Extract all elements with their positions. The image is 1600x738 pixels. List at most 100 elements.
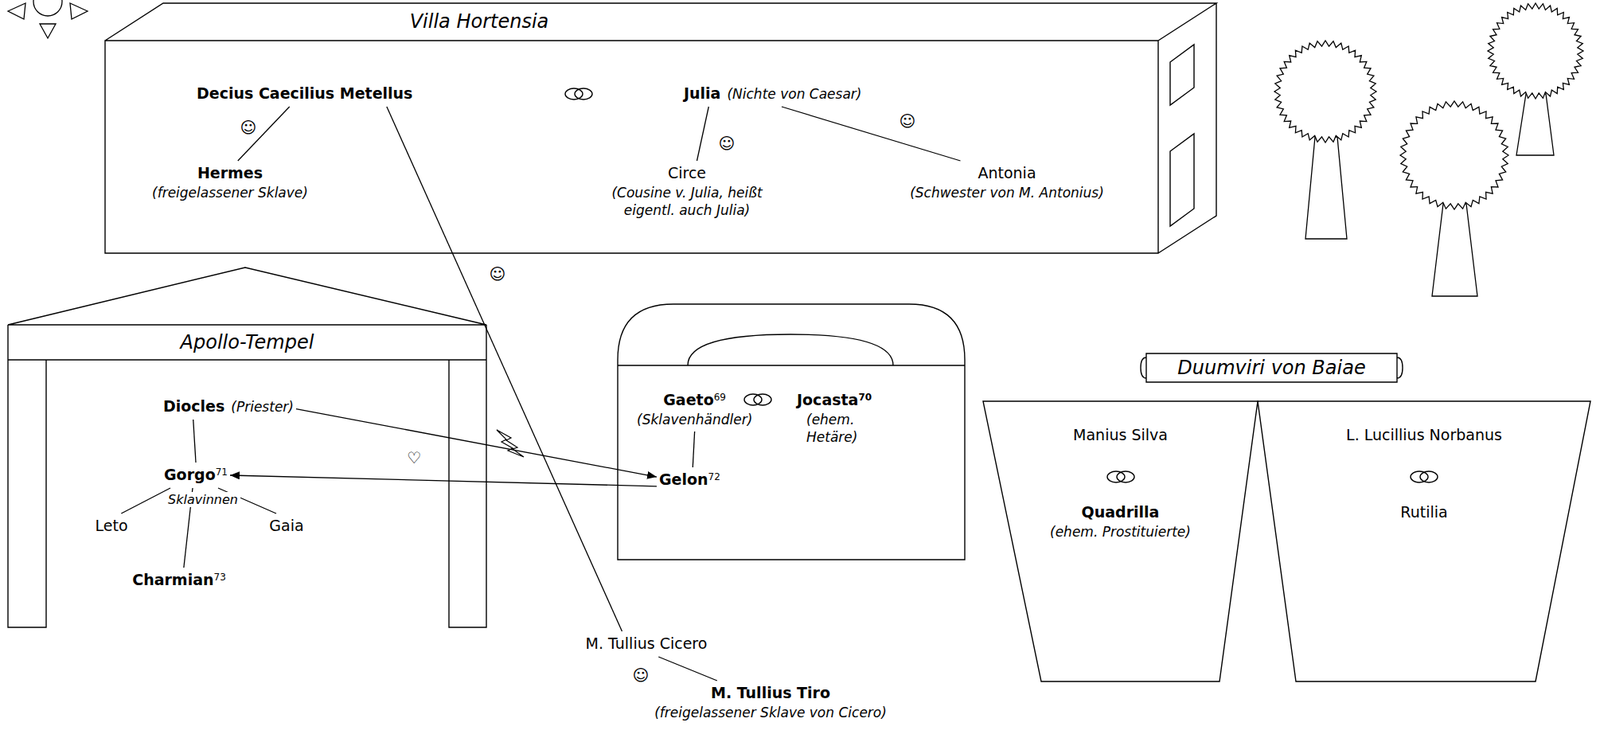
person-node: Julia(Nichte von Caesar) [683,83,862,105]
relation-line [658,656,718,681]
tree-trunk [1516,93,1554,156]
text-line: Gelon72 [659,469,721,491]
name-text: Gaeto [663,390,714,409]
relation-line [386,106,623,632]
callout-number: 69 [714,391,726,403]
ring [1410,471,1429,483]
connectors [120,106,960,681]
ring [565,88,583,100]
tree-crown [1487,3,1584,99]
text-line: (Schwester von M. Antonius) [909,183,1105,203]
name-text: Jocasta [796,390,859,409]
ring [753,394,772,406]
tree-trunk [1432,203,1478,297]
person-node: Circe(Cousine v. Julia, heißt eigentl. a… [587,163,787,220]
text-line: (freigelassener Sklave) [152,183,309,203]
text-line: L. Lucillius Norbanus [1257,425,1591,446]
text-line: (Cousine v. Julia, heißt eigentl. auch J… [587,183,787,220]
name-text: Gaia [269,516,304,535]
group-label-text: Sklavinnen [165,491,241,508]
name-text: L. Lucillius Norbanus [1346,425,1503,444]
ring [1420,471,1438,483]
edge-label: ☺ [899,112,917,130]
relation-line [120,487,171,514]
building-outline [7,267,487,628]
text-line: Gaia [269,515,304,537]
person-node: Leto [94,515,128,537]
heading: Duumviri von Baiae [1177,356,1366,379]
person-node: M. Tullius Tiro(freigelassener Sklave vo… [654,682,887,722]
relation-line [296,409,657,478]
text-line: Quadrilla [983,502,1258,523]
text-line: M. Tullius Tiro [654,682,887,704]
text-line: Apollo-Tempel [7,330,487,357]
building-arch: Gaeto69(Sklavenhändler)Jocasta70(ehem. H… [617,304,965,560]
person-node: Hermes(freigelassener Sklave) [152,163,309,203]
outline-path [7,267,487,628]
name-text: Antonia [977,163,1036,182]
edge-label: ☺ [718,134,736,153]
edge-label: ☺ [489,265,507,283]
tree-trunk [1305,136,1347,239]
note-text: (Sklavenhändler) [636,411,753,428]
lightning-symbol [496,429,524,457]
person-node: Decius Caecilius Metellus [196,83,413,105]
text-line: Villa Hortensia [105,9,854,36]
person-node: Gaia [269,515,304,537]
text-line: Charmian73 [132,569,227,591]
outline-path [105,3,1217,254]
tree-crown [1400,101,1509,210]
name-text: M. Tullius Cicero [585,634,708,652]
relation-line [697,106,710,161]
text-line: Decius Caecilius Metellus [196,83,413,105]
relation-symbol: ☺ [489,264,507,284]
text-line: Duumviri von Baiae [1138,355,1405,383]
relation-line [193,419,196,463]
name-text: Charmian [132,570,214,589]
marriage-rings [1107,471,1135,483]
name-text: Decius Caecilius Metellus [196,84,413,102]
relation-line [781,106,961,161]
duumvir-box: L. Lucillius NorbanusRutilia [1257,401,1591,682]
outline-path [1257,401,1591,682]
name-text: Julia [683,84,721,102]
group-label: Sklavinnen [165,491,241,508]
text-line: Julia(Nichte von Caesar) [683,83,862,105]
sun-ray [7,3,26,20]
relation-symbol: ☺ [899,111,917,131]
callout-number: 71 [215,466,228,478]
text-line: (freigelassener Sklave von Cicero) [654,703,887,722]
text-line: Jocasta70 [796,390,875,411]
name-text: Quadrilla [1081,503,1160,521]
title-banner: Duumviri von Baiae [1138,350,1405,386]
note-text: (Schwester von M. Antonius) [909,184,1105,201]
person-node: Charmian73 [132,569,227,591]
duumvir-box: Manius SilvaQuadrilla (ehem. Prostituiert… [983,401,1258,682]
person-node: Antonia (Schwester von M. Antonius) [909,163,1105,203]
sun-ray [39,23,56,39]
marriage-rings [744,394,772,406]
building-villa: Villa HortensiaDecius Caecilius Metellus… [105,3,1217,255]
name-text: Manius Silva [1073,425,1168,444]
text-line: Hermes [152,163,309,184]
marriage-rings [565,88,593,100]
sun-ray [70,3,88,20]
text-line: Manius Silva [983,425,1258,446]
name-text: Diocles [163,397,225,415]
name-text: Circe [667,163,707,182]
note-text: (Priester) [230,398,294,415]
sun [7,0,88,39]
name-text: Rutilia [1400,503,1448,521]
outline-path [617,304,965,560]
outline-path [983,401,1258,682]
name-text: Gorgo [163,465,216,484]
relation-symbol: ♡ [406,448,422,468]
name-text: Hermes [197,163,263,182]
relation-line [692,431,695,468]
note-text: (ehem. Prostituierte) [1049,523,1191,540]
text-line: Gorgo71 [163,464,228,486]
name-text: Leto [94,516,128,535]
note-text: (Cousine v. Julia, heißt eigentl. auch J… [587,183,787,219]
building-temple: Apollo-TempelDiocles (Priester) Gorgo71Let… [7,267,487,628]
